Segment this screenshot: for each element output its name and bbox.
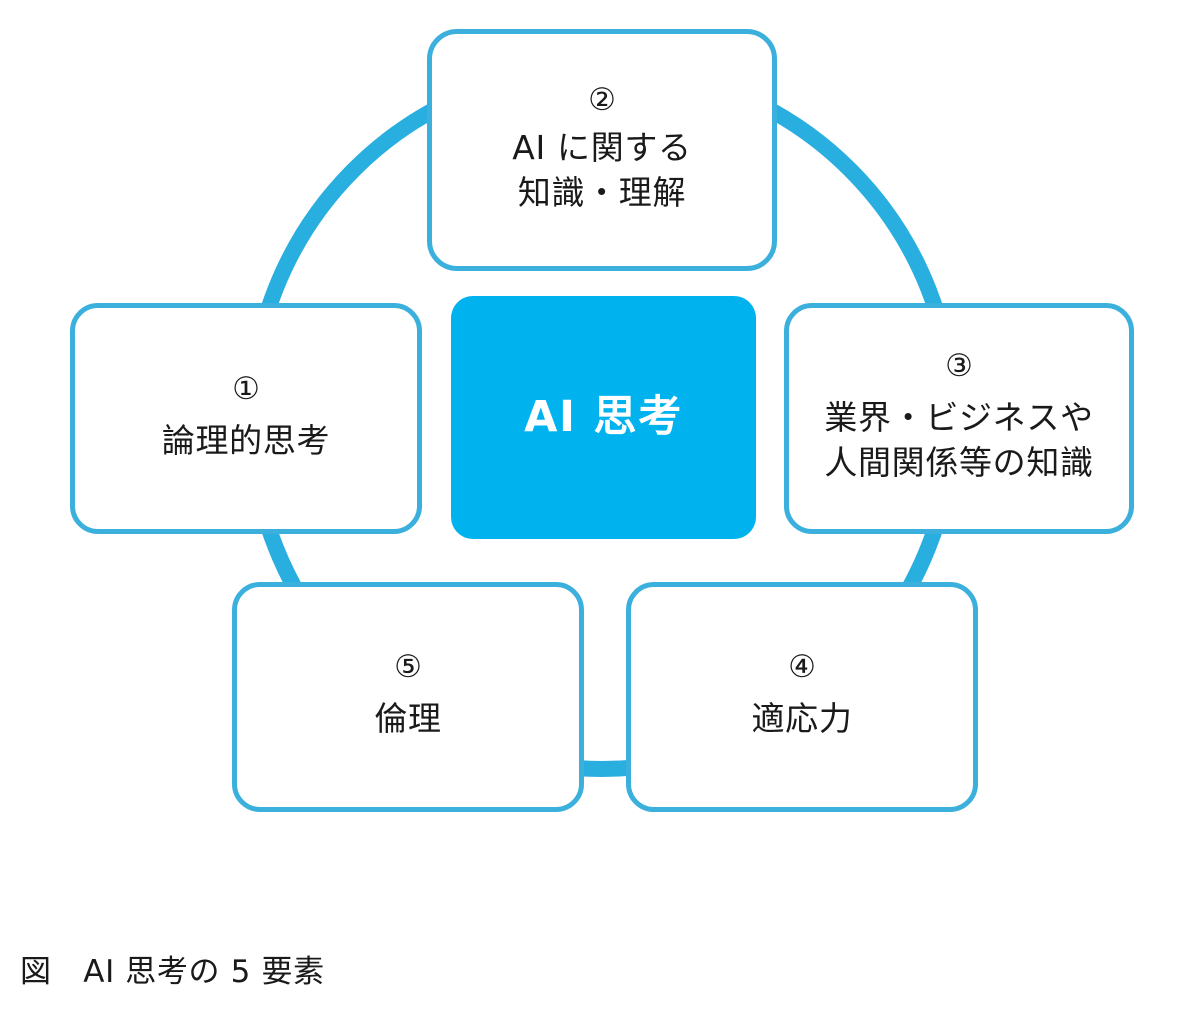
node-label-4: 適応力 <box>751 699 853 739</box>
center-node-ai-thinking[interactable]: AI 思考 <box>451 296 756 539</box>
node-number-5: ⑤ <box>394 649 422 686</box>
node-number-3: ③ <box>945 348 973 385</box>
node-number-2: ② <box>588 81 616 118</box>
node-box-5[interactable]: ⑤ 倫理 <box>232 582 584 812</box>
node-number-1: ① <box>232 370 260 407</box>
node-label-1: 論理的思考 <box>161 420 331 460</box>
center-node-label: AI 思考 <box>524 392 683 442</box>
figure-caption: 図 AI 思考の 5 要素 <box>20 954 325 990</box>
node-box-4[interactable]: ④ 適応力 <box>626 582 978 812</box>
node-label-3: 業界・ビジネスや 人間関係等の知識 <box>824 398 1094 482</box>
node-number-4: ④ <box>788 649 816 686</box>
node-box-2[interactable]: ② AI に関する 知識・理解 <box>427 29 777 271</box>
node-box-3[interactable]: ③ 業界・ビジネスや 人間関係等の知識 <box>784 303 1134 534</box>
node-label-2: AI に関する 知識・理解 <box>512 127 692 212</box>
node-label-5: 倫理 <box>374 699 442 739</box>
node-box-1[interactable]: ① 論理的思考 <box>70 303 422 534</box>
